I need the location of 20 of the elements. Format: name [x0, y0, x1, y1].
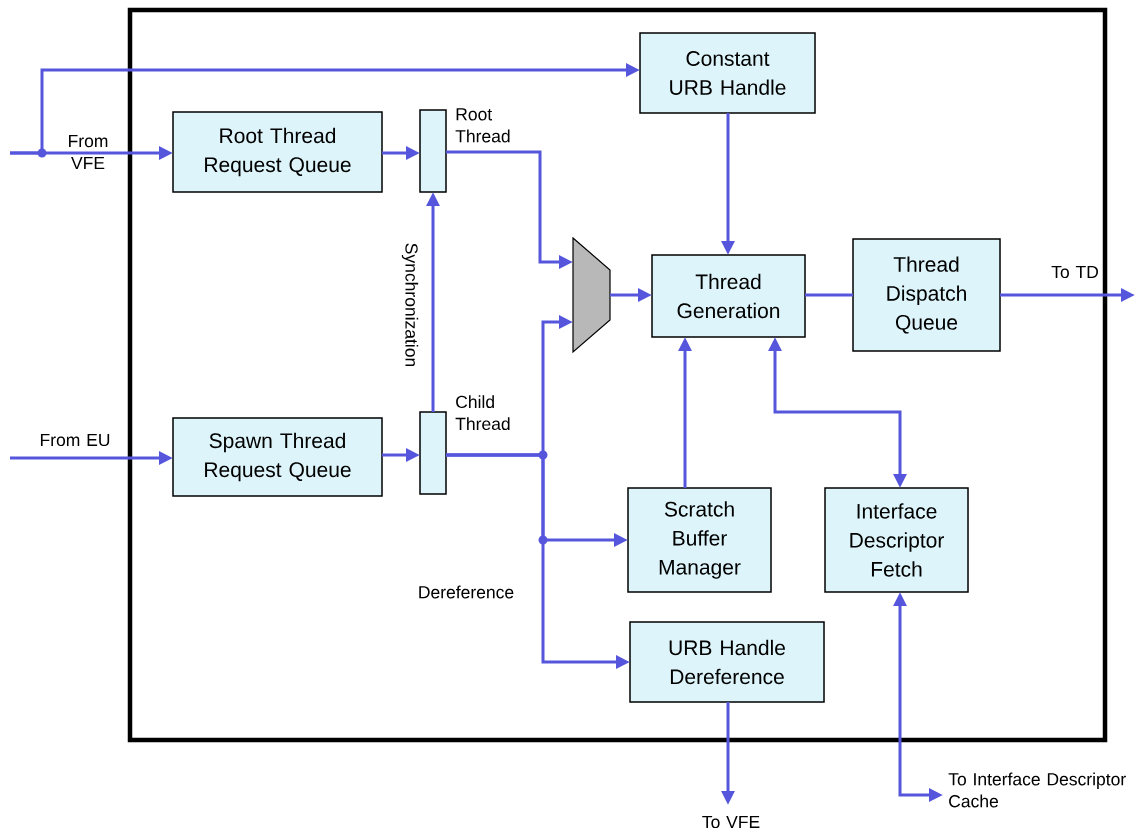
- block-frame: [127, 7, 1108, 743]
- process-box: Interface Descriptor Fetch: [824, 487, 969, 593]
- edge-label: From EU: [40, 433, 110, 447]
- beside-label: Child Thread: [455, 395, 510, 431]
- process-box: Thread Generation: [651, 254, 806, 338]
- process-box: Spawn Thread Request Queue: [172, 417, 383, 497]
- edge-label: To TD: [1051, 265, 1098, 279]
- edge-label: From VFE: [69, 135, 108, 169]
- beside-label: Root Thread: [455, 108, 510, 143]
- edge-label: Dereference: [419, 585, 514, 599]
- edge-label: Synchronization: [401, 243, 419, 367]
- edge-label: To VFE: [702, 815, 760, 829]
- selector-bar: [419, 411, 447, 495]
- process-box: URB Handle Dereference: [629, 621, 825, 703]
- edge-label: To Interface Descriptor Cache: [948, 772, 1126, 808]
- process-box: Root Thread Request Queue: [172, 111, 383, 193]
- selector-bar: [419, 109, 447, 193]
- process-box: Constant URB Handle: [639, 32, 816, 114]
- process-box: Thread Dispatch Queue: [852, 238, 1001, 352]
- process-box: Scratch Buffer Manager: [627, 487, 772, 593]
